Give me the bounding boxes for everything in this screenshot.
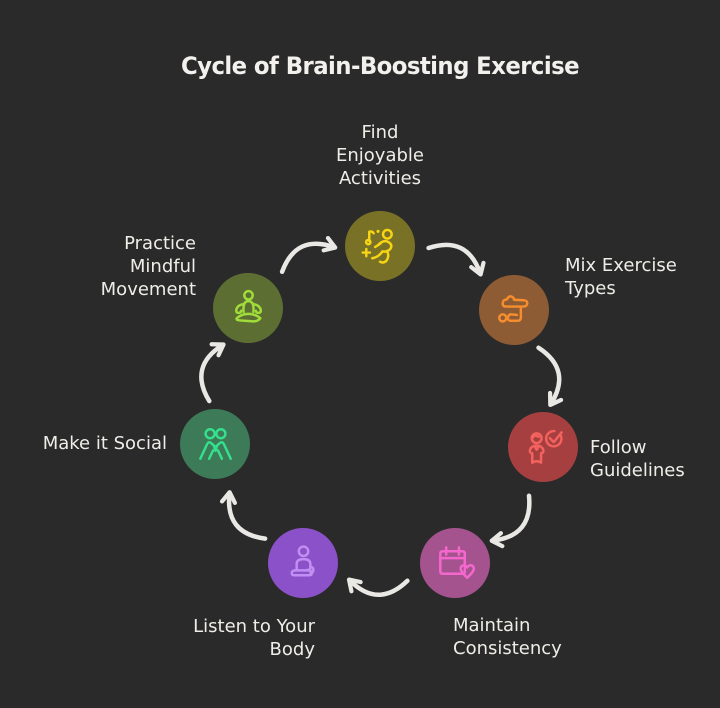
node-circle — [268, 528, 338, 598]
node-label: Follow Guidelines — [590, 437, 685, 481]
node-circle — [345, 211, 415, 281]
cycle-arrow — [536, 345, 564, 408]
cycle-arrow — [199, 342, 226, 404]
calendar-heart-icon — [438, 545, 475, 579]
node-circle — [420, 528, 490, 598]
node-circle — [180, 409, 250, 479]
node-label: Find Enjoyable Activities — [336, 122, 424, 189]
node-label: Practice Mindful Movement — [100, 233, 196, 300]
node-label: Listen to Your Body — [193, 616, 315, 660]
cycle-arrow — [279, 235, 338, 275]
cycle-arrow — [346, 577, 410, 597]
page-title: Cycle of Brain-Boosting Exercise — [181, 52, 580, 80]
exercise-workout-icon — [497, 294, 529, 323]
node-label: Mix Exercise Types — [565, 255, 677, 299]
person-checkmark-icon — [528, 429, 563, 464]
node-label: Make it Social — [42, 433, 167, 454]
cycle-arrow — [489, 493, 532, 549]
two-friends-icon — [198, 427, 232, 460]
node-label: Maintain Consistency — [453, 615, 562, 659]
node-circle — [479, 275, 549, 345]
cycle-arrow — [426, 242, 486, 277]
node-circle — [213, 273, 283, 343]
lotus-pose-icon — [234, 289, 262, 323]
meditating-person-icon — [289, 544, 315, 576]
node-circle — [508, 412, 578, 482]
dancing-person-music-icon — [360, 228, 393, 264]
cycle-arrow — [219, 490, 268, 541]
